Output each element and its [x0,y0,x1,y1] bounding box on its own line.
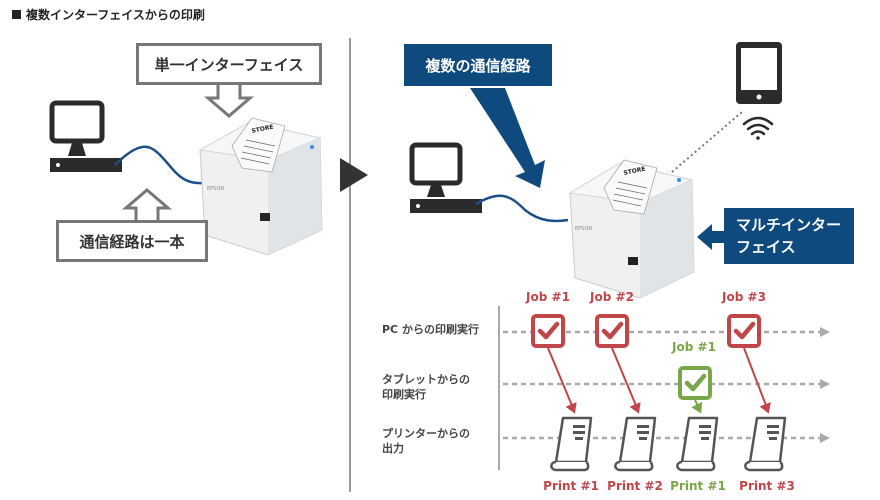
checkbox-icon [595,314,629,348]
callout-multiple-paths: 複数の通信経路 [404,44,552,86]
checkmark-icon [537,321,560,340]
arrowhead-icon [565,402,577,414]
print-label: Print #2 [607,479,663,493]
checkbox-icon [727,314,761,348]
svg-text:STORE: STORE [623,165,646,176]
print-label: Print #3 [739,479,795,493]
callout-text: 通信経路は一本 [79,232,185,251]
job-label: Job #3 [722,290,766,304]
arrowhead-icon [629,402,641,414]
callout-pointer-left [697,224,726,250]
svg-text:STORE: STORE [251,123,274,134]
print-label: Print #1 [670,479,726,493]
callout-arrow-up [121,188,173,222]
svg-text:EPSON: EPSON [207,186,224,192]
lane-label-printer: プリンターからの 出力 [382,426,470,456]
lane-label-pc: PC からの印刷実行 [382,322,479,337]
callout-text: 複数の通信経路 [425,56,531,75]
printer-image: STORE EPSON [198,117,323,256]
lane-label-tablet: タブレットからの 印刷実行 [382,372,470,402]
lane-label-line: 出力 [382,442,404,455]
callout-text-line2: フェイス [736,238,796,256]
job-to-print-arrow [547,347,574,409]
print-label: Print #1 [543,479,599,493]
arrowhead-icon [691,401,703,414]
callout-single-interface: 単一インターフェイス [136,43,322,85]
page-title: 複数インターフェイスからの印刷 [12,6,205,23]
checkmark-icon [684,373,707,392]
lane-arrow-icon [820,327,830,337]
checkmark-icon [733,321,756,340]
receipt-icon [744,416,787,472]
tablet-icon [736,42,782,104]
cable [114,145,206,185]
transition-arrow-icon [340,158,368,192]
square-bullet-icon [12,10,21,19]
lane-label-line: PC からの印刷実行 [382,323,479,336]
wireless-link [671,111,743,173]
job-label: Job #2 [590,290,634,304]
job-label: Job #1 [672,340,716,354]
arrowhead-icon [759,402,771,414]
pc-monitor-icon [49,100,122,172]
svg-text:EPSON: EPSON [575,226,592,232]
callout-pointer [470,88,545,188]
lane-label-line: タブレットからの [382,373,470,386]
title-text: 複数インターフェイスからの印刷 [26,8,205,22]
lane-label-line: 印刷実行 [382,388,426,401]
callout-arrow-down [203,83,255,118]
checkbox-icon [678,366,712,400]
pc-monitor-icon [409,142,482,213]
lane-label-line: プリンターからの [382,427,470,440]
callout-text: 単一インターフェイス [154,55,304,74]
lane-arrow-icon [820,379,830,389]
job-label: Job #1 [526,290,570,304]
job-to-print-arrow [611,347,638,409]
callout-text-line1: マルチインター [736,216,842,234]
checkbox-icon [531,314,565,348]
job-to-print-arrow [743,347,768,409]
callout-single-path: 通信経路は一本 [56,220,208,262]
callout-multi-interface: マルチインター フェイス [724,208,854,264]
receipt-icon [550,416,593,472]
wifi-icon [742,116,774,140]
receipt-icon [614,416,657,472]
lane-arrow-icon [820,433,830,443]
checkmark-icon [601,321,624,340]
printer-image: STORE EPSON [568,159,695,299]
receipt-icon [676,416,719,472]
cable [475,194,569,223]
